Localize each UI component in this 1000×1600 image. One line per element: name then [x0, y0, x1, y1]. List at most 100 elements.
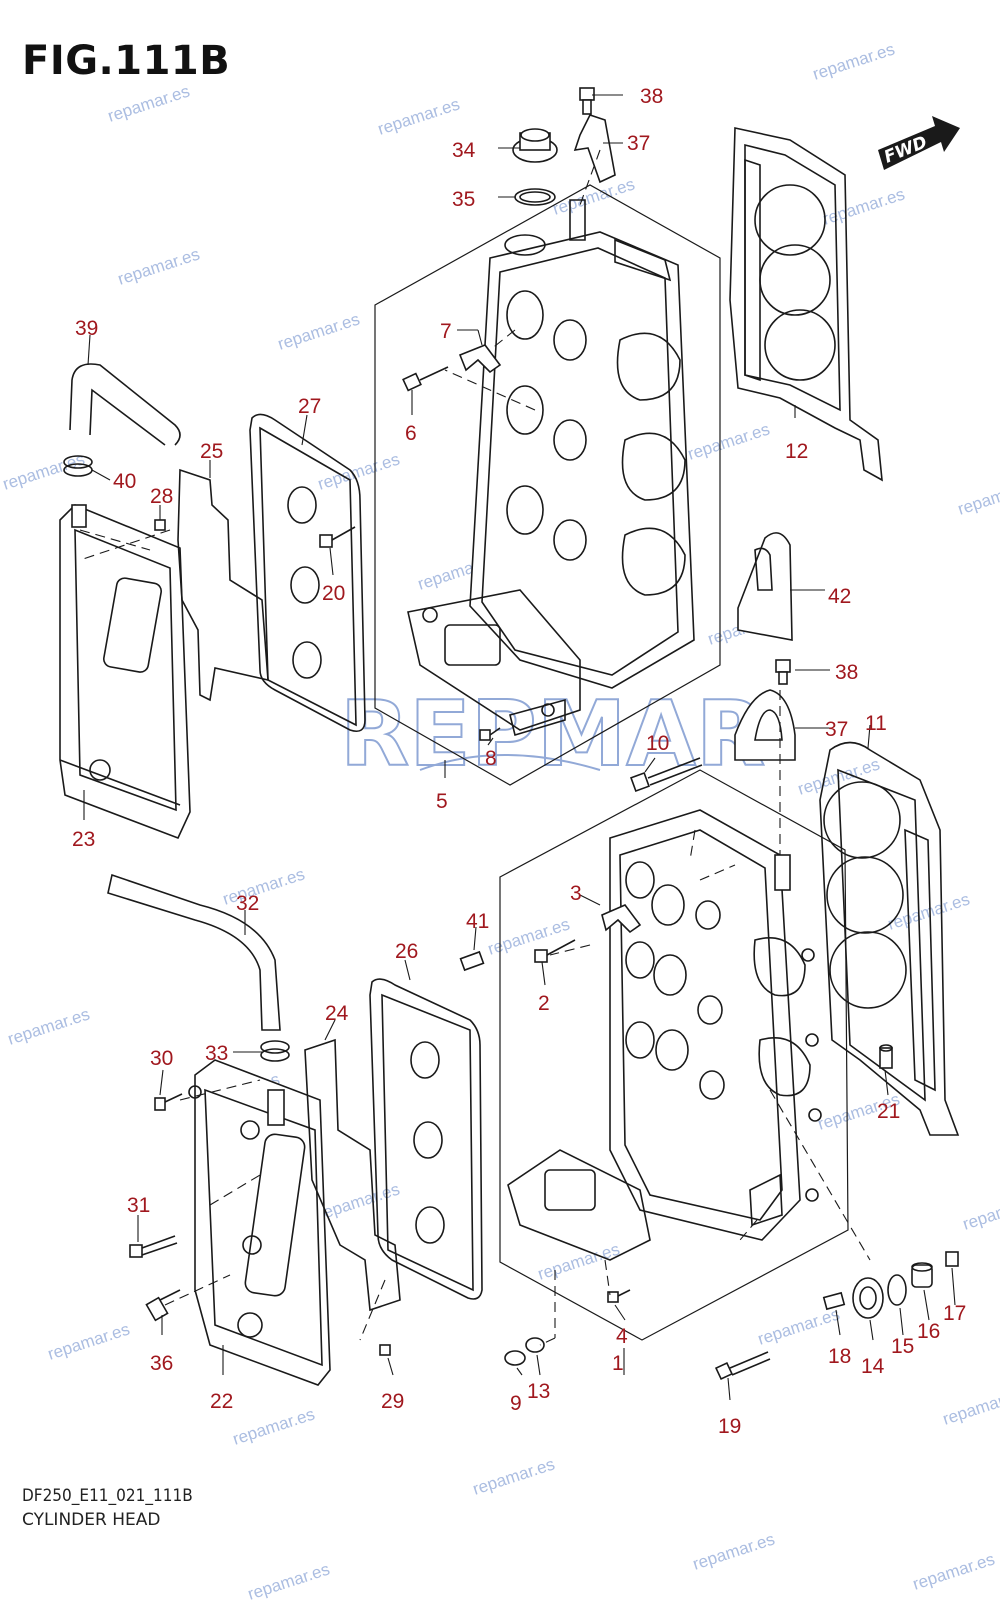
clamp-33 — [260, 1040, 290, 1062]
plug-16 — [911, 1262, 933, 1288]
callout-3: 3 — [570, 882, 582, 905]
callout-20: 20 — [322, 582, 345, 605]
clamp-7 — [458, 344, 502, 374]
bolt-8 — [479, 727, 501, 741]
sensor-36 — [145, 1289, 181, 1322]
thermostat-cover-14 — [852, 1277, 884, 1319]
watermark: repamar.es — [910, 1549, 997, 1593]
callout-30: 30 — [150, 1047, 173, 1070]
callout-24: 24 — [325, 1002, 349, 1025]
bracket-37-top — [573, 114, 616, 184]
watermark: repamar.es — [550, 174, 637, 218]
callout-17: 17 — [943, 1302, 966, 1325]
bolt-6 — [402, 366, 449, 392]
plug-29 — [379, 1344, 391, 1356]
callout-19: 19 — [718, 1415, 741, 1438]
watermark: repamar.es — [5, 1004, 92, 1048]
callout-35: 35 — [452, 188, 475, 211]
lower-cylinder-head — [507, 809, 822, 1261]
upper-cylinder-head — [407, 199, 695, 737]
callout-6: 6 — [405, 422, 417, 445]
fitting-18 — [822, 1291, 846, 1311]
diagram-caption: CYLINDER HEAD — [22, 1510, 161, 1530]
callout-4: 4 — [616, 1325, 628, 1348]
callout-31: 31 — [127, 1194, 150, 1217]
bracket-42 — [737, 532, 793, 641]
watermark: repamar.es — [470, 1454, 557, 1498]
watermark: repamar.es — [230, 1404, 317, 1448]
plug-17 — [945, 1251, 959, 1267]
watermark: repamar.es — [45, 1319, 132, 1363]
bolt-31 — [129, 1235, 178, 1258]
callout-10: 10 — [646, 732, 669, 755]
watermark: repamar.es — [685, 419, 772, 463]
watermark: repamar.es — [690, 1529, 777, 1573]
callout-labels: 1 2 3 4 5 6 7 8 9 10 11 12 13 14 15 16 1… — [72, 85, 966, 1438]
callout-32: 32 — [236, 892, 259, 915]
watermark: repamar.es — [115, 244, 202, 288]
bolt-4 — [607, 1289, 631, 1303]
watermark: repamar.es — [245, 1559, 332, 1600]
callout-14: 14 — [861, 1355, 885, 1378]
gasket-24 — [304, 1038, 401, 1312]
o-ring-15 — [887, 1274, 907, 1306]
bolt-38-lower — [775, 659, 791, 685]
dowel-21 — [879, 1044, 893, 1069]
bolt-30 — [154, 1093, 183, 1111]
plug-28 — [154, 519, 166, 531]
callout-2: 2 — [538, 992, 550, 1015]
upper-head-gasket — [729, 127, 883, 482]
forward-direction-badge: FWD — [878, 116, 960, 170]
bolt-2 — [534, 939, 576, 963]
callout-28: 28 — [150, 485, 173, 508]
clamp-3 — [601, 904, 642, 934]
callout-38-lower: 38 — [835, 661, 858, 684]
watermark: repamar.es — [485, 914, 572, 958]
watermark: repamar.es — [940, 1384, 1000, 1428]
callout-18: 18 — [828, 1345, 851, 1368]
callout-27: 27 — [298, 395, 321, 418]
callout-15: 15 — [891, 1335, 914, 1358]
callout-7: 7 — [440, 320, 452, 343]
watermark: repamar.es — [375, 94, 462, 138]
bolt-38-top — [579, 87, 595, 115]
callout-41: 41 — [466, 910, 489, 933]
gasket-25 — [177, 468, 269, 702]
callout-9: 9 — [510, 1392, 522, 1415]
watermark: repamar.es — [105, 81, 192, 125]
hose-39 — [69, 363, 181, 446]
cover-gasket-27 — [249, 413, 366, 733]
callout-29: 29 — [381, 1390, 404, 1413]
diagram-code: DF250_E11_021_111B — [22, 1486, 193, 1506]
watermark: repamar.es — [960, 1189, 1000, 1233]
callout-12: 12 — [785, 440, 808, 463]
callout-34: 34 — [452, 139, 476, 162]
callout-38-top: 38 — [640, 85, 663, 108]
callout-5: 5 — [436, 790, 448, 813]
o-ring-35 — [514, 188, 556, 206]
watermark: repamar.es — [820, 184, 907, 228]
callout-36: 36 — [150, 1352, 173, 1375]
upper-assembly-frame — [374, 184, 721, 786]
watermark: repamar.es — [755, 1304, 842, 1348]
washer-13 — [525, 1337, 545, 1353]
bolt-19 — [714, 1351, 771, 1381]
watermark: repamar.es — [535, 1239, 622, 1283]
callout-39: 39 — [75, 317, 98, 340]
repmar-logo: REPMAR — [339, 681, 766, 788]
callout-16: 16 — [917, 1320, 940, 1343]
watermark: repamar.es — [220, 864, 307, 908]
oil-filler-cap — [512, 128, 558, 163]
callout-26: 26 — [395, 940, 418, 963]
dowel-41 — [459, 950, 485, 972]
watermark: repamar.es — [810, 39, 897, 83]
watermark: repamar.es — [955, 474, 1000, 518]
cover-gasket-26 — [369, 978, 483, 1300]
lower-head-gasket — [819, 741, 960, 1136]
logo-text: REPMAR — [340, 682, 765, 787]
callout-22: 22 — [210, 1390, 233, 1413]
callout-40: 40 — [113, 470, 136, 493]
callout-21: 21 — [877, 1100, 900, 1123]
figure-title: FIG.111B — [22, 38, 231, 84]
